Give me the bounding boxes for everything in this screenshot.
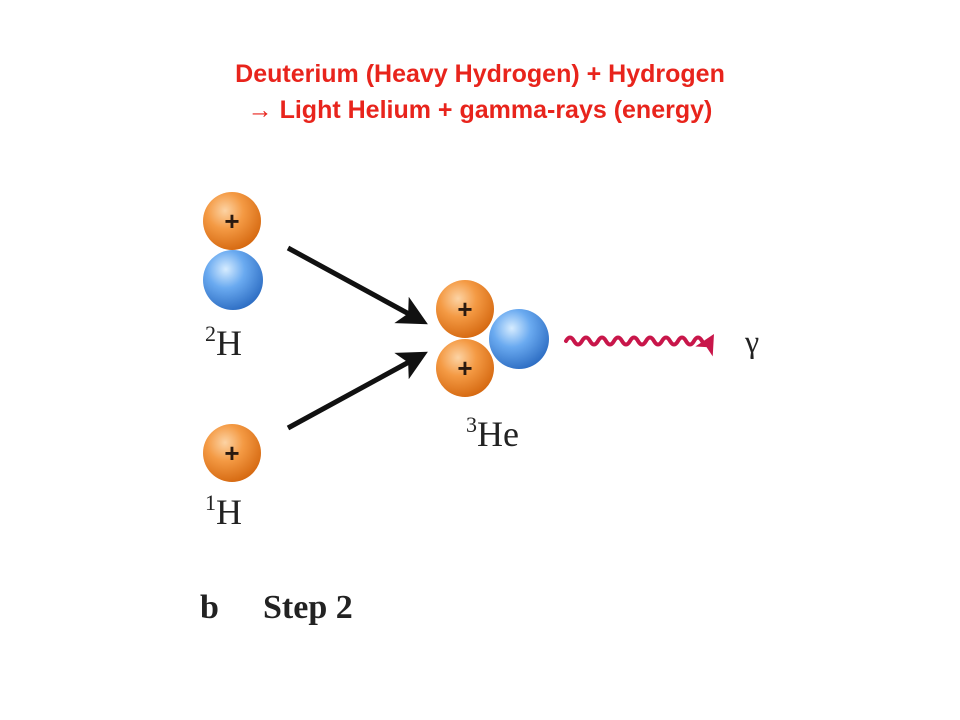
- reaction-arrow-upper: [286, 245, 428, 325]
- hydrogen-nucleus: +: [203, 424, 261, 482]
- deuterium-symbol: H: [216, 323, 242, 363]
- gamma-ray-wave: [564, 334, 714, 357]
- hydrogen-mass-number: 1: [205, 490, 216, 515]
- deuterium-nucleus: +: [203, 192, 263, 310]
- proton-sign: +: [457, 353, 472, 383]
- proton: [436, 280, 494, 338]
- title-line-1: Deuterium (Heavy Hydrogen) + Hydrogen: [235, 60, 725, 88]
- proton-sign: +: [224, 206, 239, 236]
- diagram-title: Deuterium (Heavy Hydrogen) + Hydrogen → …: [0, 56, 960, 128]
- helium3-nucleus: + +: [436, 280, 549, 397]
- caption-letter: b: [200, 589, 219, 626]
- helium3-mass-number: 3: [466, 412, 477, 437]
- neutron: [203, 250, 263, 310]
- caption-step: Step 2: [263, 589, 353, 626]
- hydrogen-symbol: H: [216, 492, 242, 532]
- neutron: [489, 309, 549, 369]
- proton-sign: +: [457, 294, 472, 324]
- title-line-2: → Light Helium + gamma-rays (energy): [247, 96, 713, 124]
- hydrogen-label: 1H: [205, 490, 242, 532]
- proton: [203, 192, 261, 250]
- proton: [436, 339, 494, 397]
- deuterium-label: 2H: [205, 321, 242, 363]
- gamma-symbol: γ: [744, 323, 759, 359]
- proton: [203, 424, 261, 482]
- helium3-label: 3He: [466, 412, 519, 454]
- proton-sign: +: [224, 438, 239, 468]
- helium3-symbol: He: [477, 414, 519, 454]
- deuterium-mass-number: 2: [205, 321, 216, 346]
- reaction-arrow-lower: [286, 351, 428, 431]
